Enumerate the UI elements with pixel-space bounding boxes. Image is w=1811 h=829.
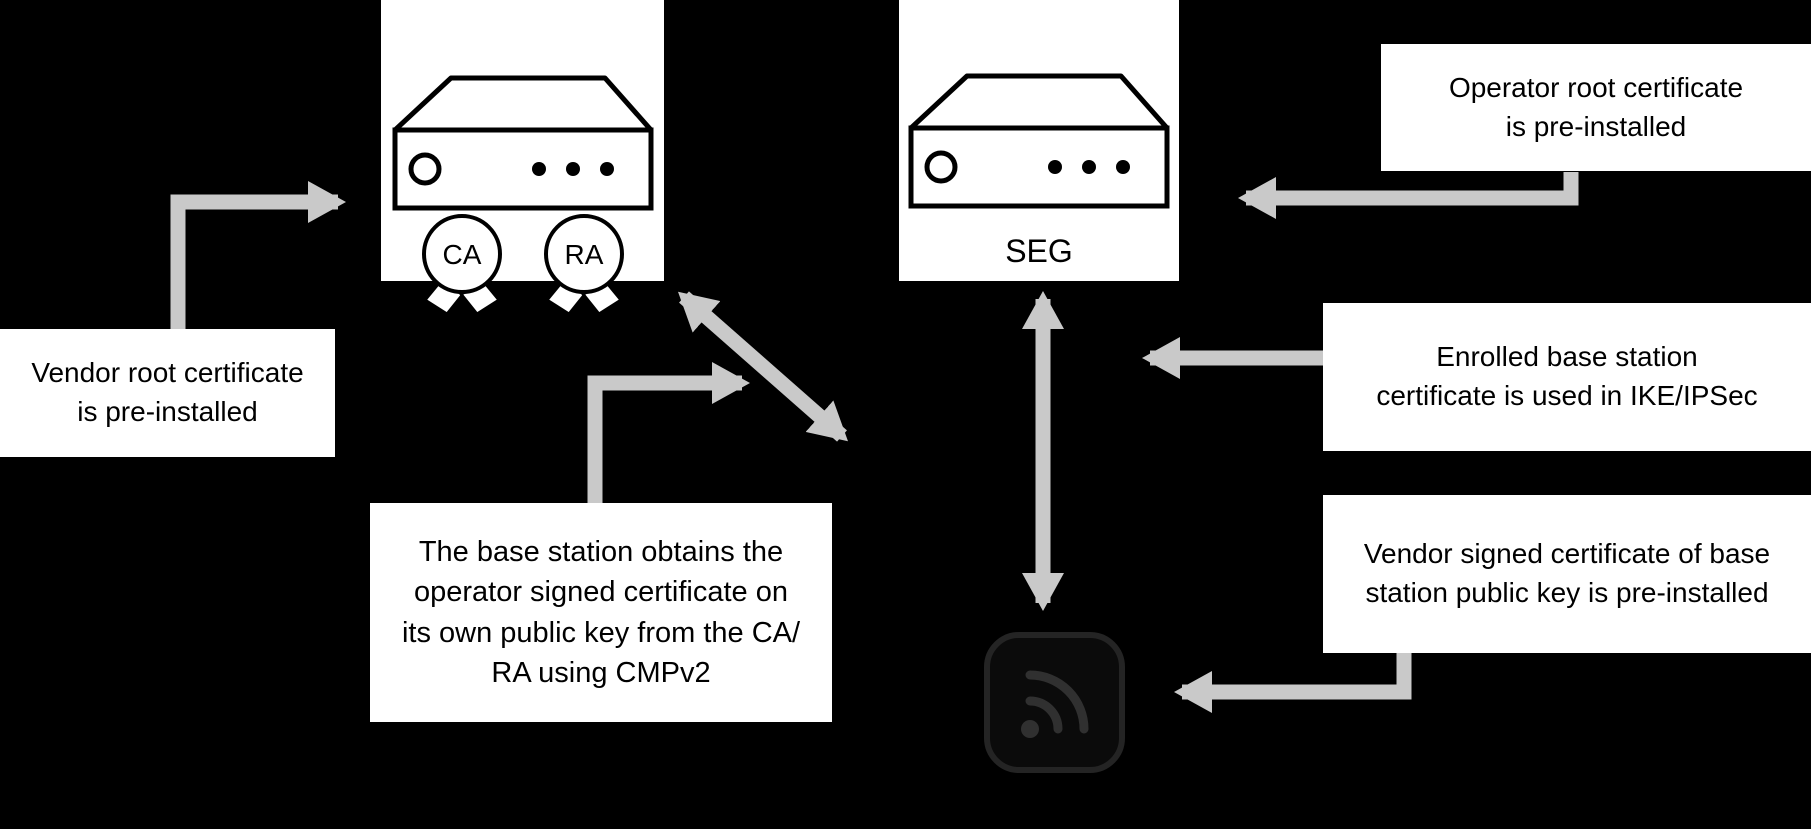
arrow-ca-ra-base-station-bidirectional (677, 291, 849, 442)
callout-vendor-root-text: Vendor root certificate is pre-installed (31, 357, 304, 427)
callout-operator-root-text: Operator root certificate is pre-install… (1448, 71, 1744, 142)
arrow-cmpv2-to-enrollment-link (587, 362, 750, 505)
callout-vendor-root-certificate: Vendor root certificate is pre-installed (0, 329, 335, 457)
base-station-node (984, 632, 1125, 773)
callout-enrolled-certificate: Enrolled base station certificate is use… (1323, 303, 1811, 451)
ra-seal-badge-icon: RA (544, 214, 624, 316)
seg-server-node: SEG (899, 0, 1179, 281)
callout-vendor-signed-certificate: Vendor signed certificate of base statio… (1323, 495, 1811, 653)
ca-ra-server-node: CA RA (381, 0, 664, 316)
ca-badge-label: CA (443, 239, 482, 270)
callout-enrolled-text: Enrolled base station certificate is use… (1376, 341, 1758, 411)
server-icon (392, 75, 654, 211)
arrow-vendor-signed-to-base-station (1174, 650, 1412, 713)
arrow-operator-root-to-seg (1238, 172, 1579, 219)
ra-badge-label: RA (565, 239, 604, 270)
callout-cmpv2-text: The base station obtains the operator si… (401, 536, 801, 689)
callout-vendor-signed-text: Vendor signed certificate of base statio… (1363, 538, 1771, 608)
base-station-signal-icon (984, 632, 1125, 773)
ca-seal-badge-icon: CA (422, 214, 502, 316)
server-icon (908, 73, 1170, 209)
arrow-vendor-root-to-ca-ra (170, 181, 346, 330)
callout-operator-root-certificate: Operator root certificate is pre-install… (1381, 44, 1811, 171)
seg-label: SEG (1005, 233, 1073, 269)
callout-cmpv2-enrollment: The base station obtains the operator si… (370, 503, 832, 722)
